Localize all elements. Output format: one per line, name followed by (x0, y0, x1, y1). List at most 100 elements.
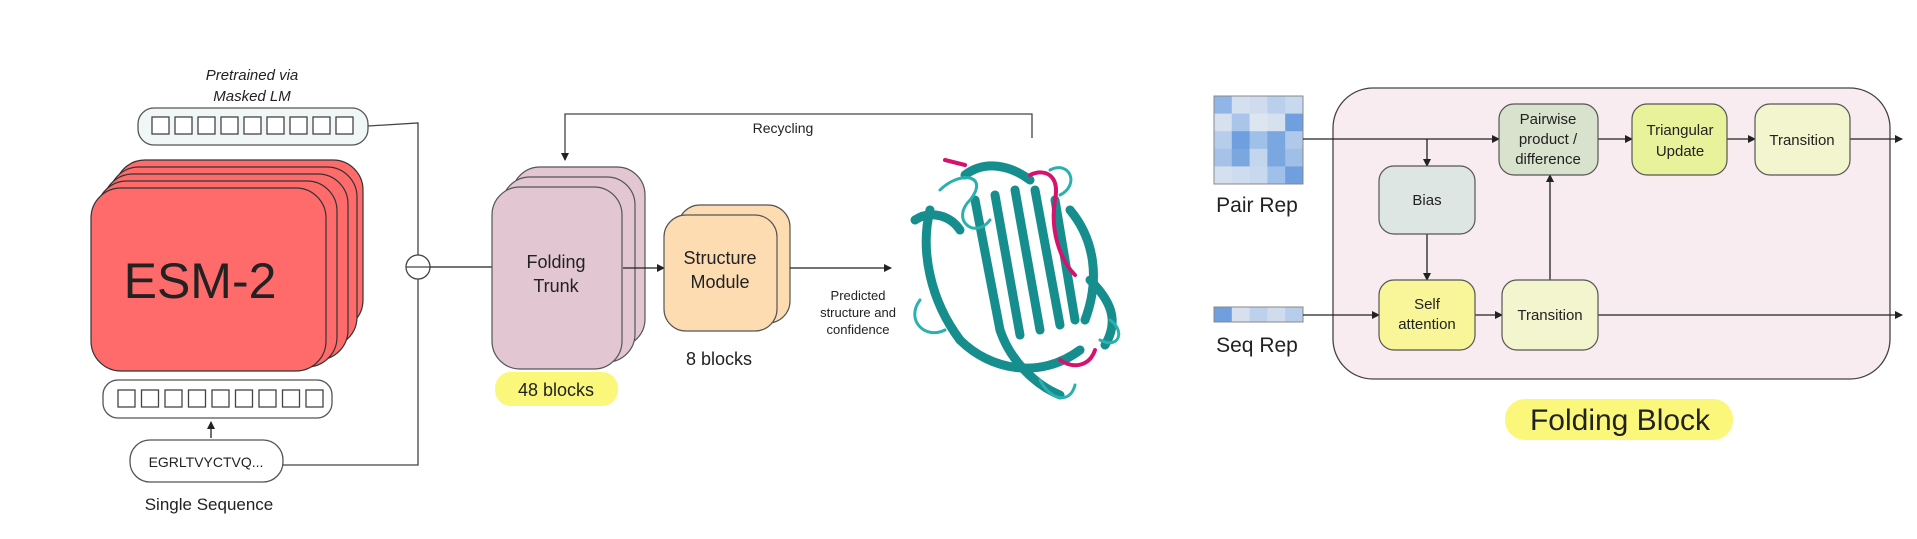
transition-bottom-label: Transition (1517, 307, 1582, 324)
pair-rep-cell (1285, 113, 1304, 132)
input-tokens (117, 389, 324, 408)
pair-rep-cell (1249, 96, 1268, 115)
folding-trunk-label-line1: Folding (526, 252, 585, 272)
triangular-label-line1: Triangular (1647, 122, 1714, 139)
seq-rep-cell (1285, 307, 1304, 322)
token-square (266, 116, 285, 135)
token-square (258, 389, 277, 408)
bias-box (1378, 165, 1476, 235)
seq-rep-cell (1249, 307, 1268, 322)
pretrained-label-line2: Masked LM (213, 88, 291, 105)
transition-top-label: Transition (1769, 132, 1834, 149)
pair-rep-cell (1285, 148, 1304, 167)
token-square (187, 389, 207, 408)
folding-block-detail: Pair Rep Seq Rep Pairwise product / diff… (1213, 87, 1903, 440)
pairwise-label-line1: Pairwise (1520, 111, 1577, 128)
transition-top-box (1754, 103, 1851, 176)
triangular-label-line2: Update (1656, 143, 1704, 160)
token-square (220, 116, 239, 135)
pairwise-label-line3: difference (1515, 151, 1581, 168)
highlight-folding-block (1505, 399, 1733, 440)
folding-block-title: Folding Block (1530, 404, 1711, 437)
pair-rep-cell (1231, 148, 1251, 167)
esm-2-section: Pretrained via Masked LM ESM-2 EGRLTVYCT… (90, 67, 511, 514)
pair-rep-cell (1214, 131, 1233, 150)
pair-rep-label: Pair Rep (1216, 194, 1298, 217)
sequence-pill (129, 439, 284, 483)
pairwise-label-line2: product / (1519, 131, 1578, 148)
structure-module-blocks-count: 8 blocks (686, 349, 752, 369)
folding-trunk: Folding Trunk 48 blocks (491, 166, 646, 406)
pair-rep-cell (1267, 96, 1286, 115)
token-square (335, 116, 354, 135)
esm-2-block (90, 187, 327, 372)
pair-rep-cell (1214, 166, 1233, 185)
triangular-update-box (1631, 103, 1728, 176)
folding-trunk-block (491, 186, 623, 370)
token-square (289, 116, 308, 135)
protein-structure-image (910, 158, 1121, 400)
self-attention-box (1378, 279, 1476, 351)
pair-rep-cell (1214, 148, 1233, 167)
pair-rep-cell (1249, 166, 1268, 185)
pair-rep-cell (1249, 113, 1268, 132)
pair-rep-cell (1214, 96, 1233, 115)
sequence-text: EGRLTVYCTVQ... (149, 454, 264, 470)
folding-trunk-blocks-count: 48 blocks (518, 380, 594, 400)
pair-rep-cell (1249, 131, 1268, 150)
token-square (281, 389, 301, 408)
token-square (197, 116, 216, 135)
output-label-line2: structure and (820, 305, 896, 320)
output-label-line3: confidence (827, 322, 890, 337)
token-square (305, 389, 324, 408)
structure-module-label-line2: Module (690, 272, 749, 292)
pair-rep-cell (1231, 131, 1251, 150)
pair-rep-cell (1267, 148, 1286, 167)
recycling-arrow (561, 113, 1033, 161)
esm-2-label: ESM-2 (124, 253, 277, 309)
pair-rep-cell (1214, 113, 1233, 132)
pretrained-label-line1: Pretrained via (206, 67, 299, 84)
pairwise-product-box (1498, 103, 1599, 176)
seq-rep-label: Seq Rep (1216, 334, 1298, 357)
structure-module-label-line1: Structure (683, 248, 756, 268)
pair-rep-cell (1267, 113, 1286, 132)
seq-rep-cell (1267, 307, 1286, 322)
pair-rep-cell (1231, 166, 1251, 185)
token-square (151, 116, 170, 135)
output-label-line1: Predicted (831, 288, 886, 303)
pair-rep-cell (1267, 166, 1286, 185)
pair-rep-cell (1285, 166, 1304, 185)
pair-rep-heatmap (1213, 95, 1304, 185)
pair-rep-cell (1249, 148, 1268, 167)
pair-rep-cell (1285, 131, 1304, 150)
pair-rep-cell (1267, 131, 1286, 150)
bias-label: Bias (1412, 192, 1441, 209)
transition-bottom-box (1501, 279, 1599, 351)
seq-rep-bar (1213, 306, 1304, 323)
single-sequence-caption: Single Sequence (145, 495, 274, 514)
self-attention-label-line2: attention (1398, 316, 1456, 333)
token-square (117, 389, 136, 408)
token-square (174, 116, 193, 135)
pair-rep-cell (1285, 96, 1304, 115)
token-square (243, 116, 262, 135)
structure-module: Structure Module 8 blocks (663, 204, 791, 369)
pair-rep-cell (1231, 113, 1251, 132)
token-square (211, 389, 230, 408)
token-square (140, 389, 160, 408)
structure-module-block (663, 214, 778, 332)
self-attention-label-line1: Self (1414, 296, 1441, 313)
token-square (312, 116, 331, 135)
seq-rep-cell (1214, 307, 1233, 322)
pair-rep-cell (1231, 96, 1251, 115)
recycling-label: Recycling (753, 120, 814, 136)
esm-2-stack: ESM-2 (90, 159, 364, 372)
seq-rep-cell (1231, 307, 1251, 322)
token-square (234, 389, 254, 408)
highlight-48-blocks (495, 372, 618, 406)
folding-trunk-label-line2: Trunk (533, 276, 579, 296)
token-square (164, 389, 183, 408)
combine-connector (283, 122, 419, 466)
